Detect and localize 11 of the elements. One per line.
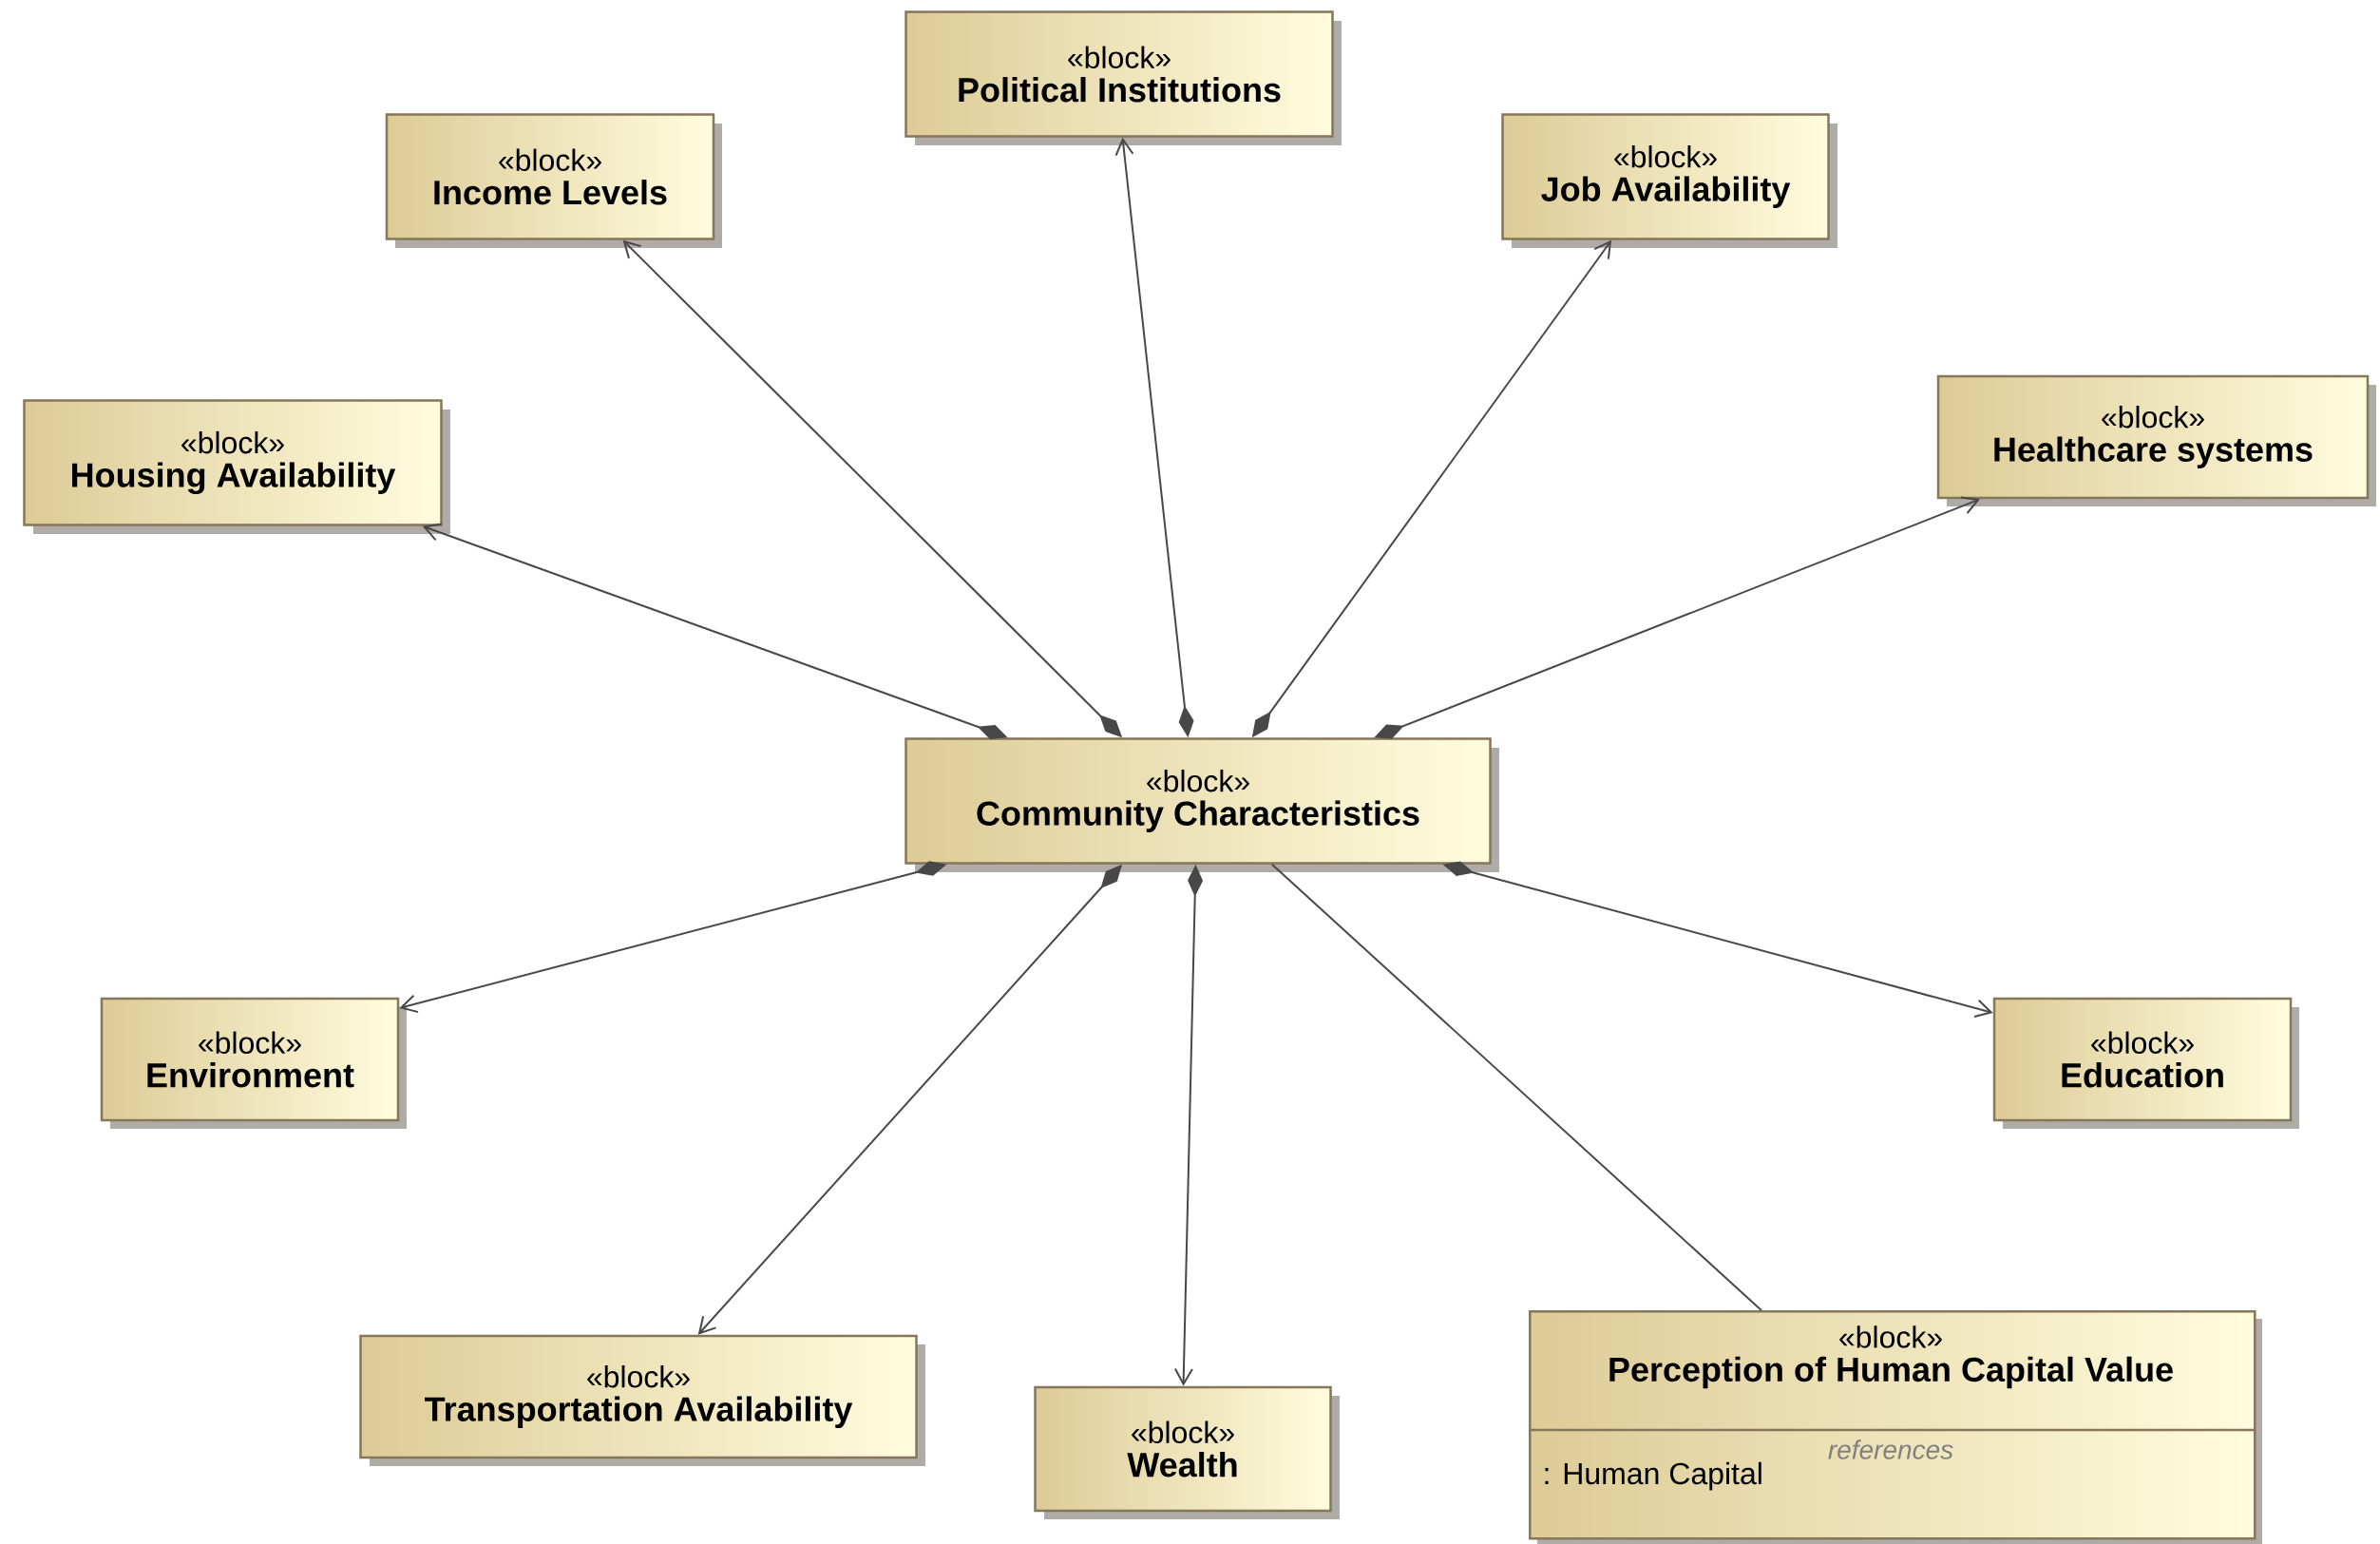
block-box: «block» Wealth: [1034, 1385, 1340, 1519]
block-box: «block» Job Availability: [1501, 113, 1838, 248]
block-box: «block» Community Characteristics: [904, 737, 1499, 872]
block-box: «block» Environment: [100, 997, 407, 1129]
block-box: «block» Healthcare systems: [1936, 374, 2377, 506]
block-box: «block» Perception of Human Capital Value references : Human Capital: [1529, 1310, 2263, 1544]
block-box: «block» Housing Availability: [23, 399, 450, 534]
block-box: «block» Transportation Availability: [359, 1334, 925, 1466]
block-box: «block» Education: [1992, 997, 2300, 1129]
block-box: «block» Income Levels: [385, 113, 722, 248]
block-box: «block» Political Institutions: [904, 10, 1342, 145]
